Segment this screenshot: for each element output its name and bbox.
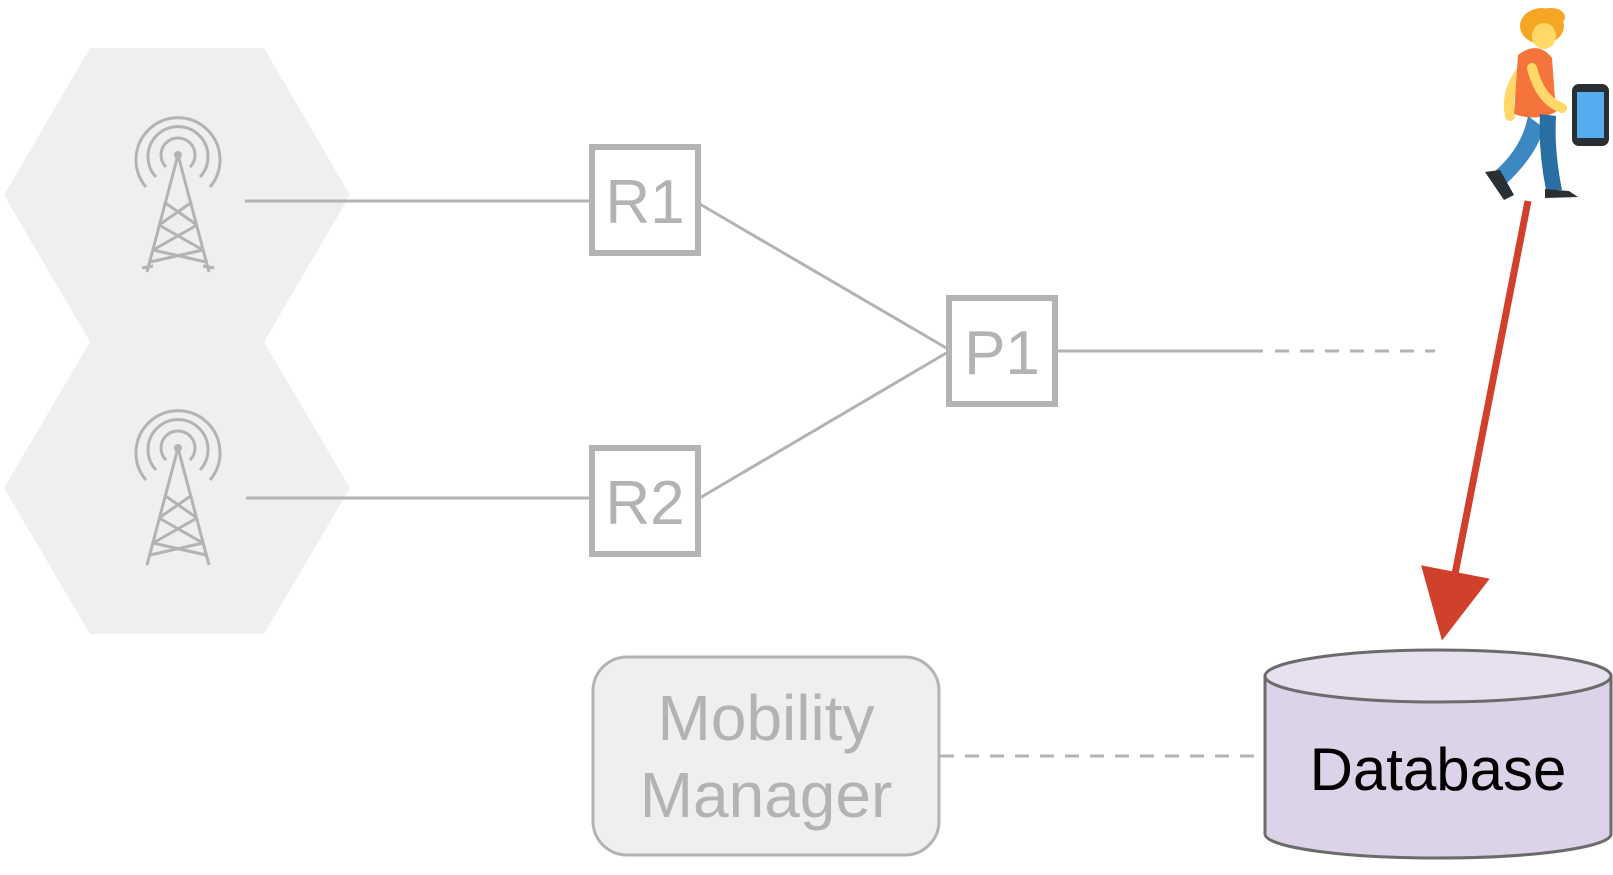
cell-hexagon-bottom bbox=[4, 342, 350, 634]
database: Database bbox=[1263, 648, 1613, 860]
router-r1: R1 bbox=[589, 144, 701, 256]
link-r2-p1 bbox=[697, 350, 949, 501]
database-label: Database bbox=[1310, 736, 1567, 803]
cell-hexagon-top bbox=[4, 48, 350, 342]
link-r1-p1 bbox=[697, 201, 949, 351]
walking-person-with-phone-icon bbox=[1485, 8, 1609, 200]
mobility-manager: Mobility Manager bbox=[591, 655, 941, 857]
mobility-manager-label-line1: Mobility bbox=[658, 682, 875, 754]
router-r1-label: R1 bbox=[605, 168, 684, 237]
router-p1: P1 bbox=[946, 295, 1058, 407]
router-p1-label: P1 bbox=[964, 319, 1040, 388]
router-r2-label: R2 bbox=[605, 469, 684, 538]
cell-tower-icon bbox=[134, 116, 222, 273]
router-r2: R2 bbox=[589, 445, 701, 557]
cell-tower-icon bbox=[134, 409, 222, 566]
user-to-database-arrow bbox=[1421, 200, 1532, 641]
mobility-manager-label-line2: Manager bbox=[640, 759, 893, 831]
